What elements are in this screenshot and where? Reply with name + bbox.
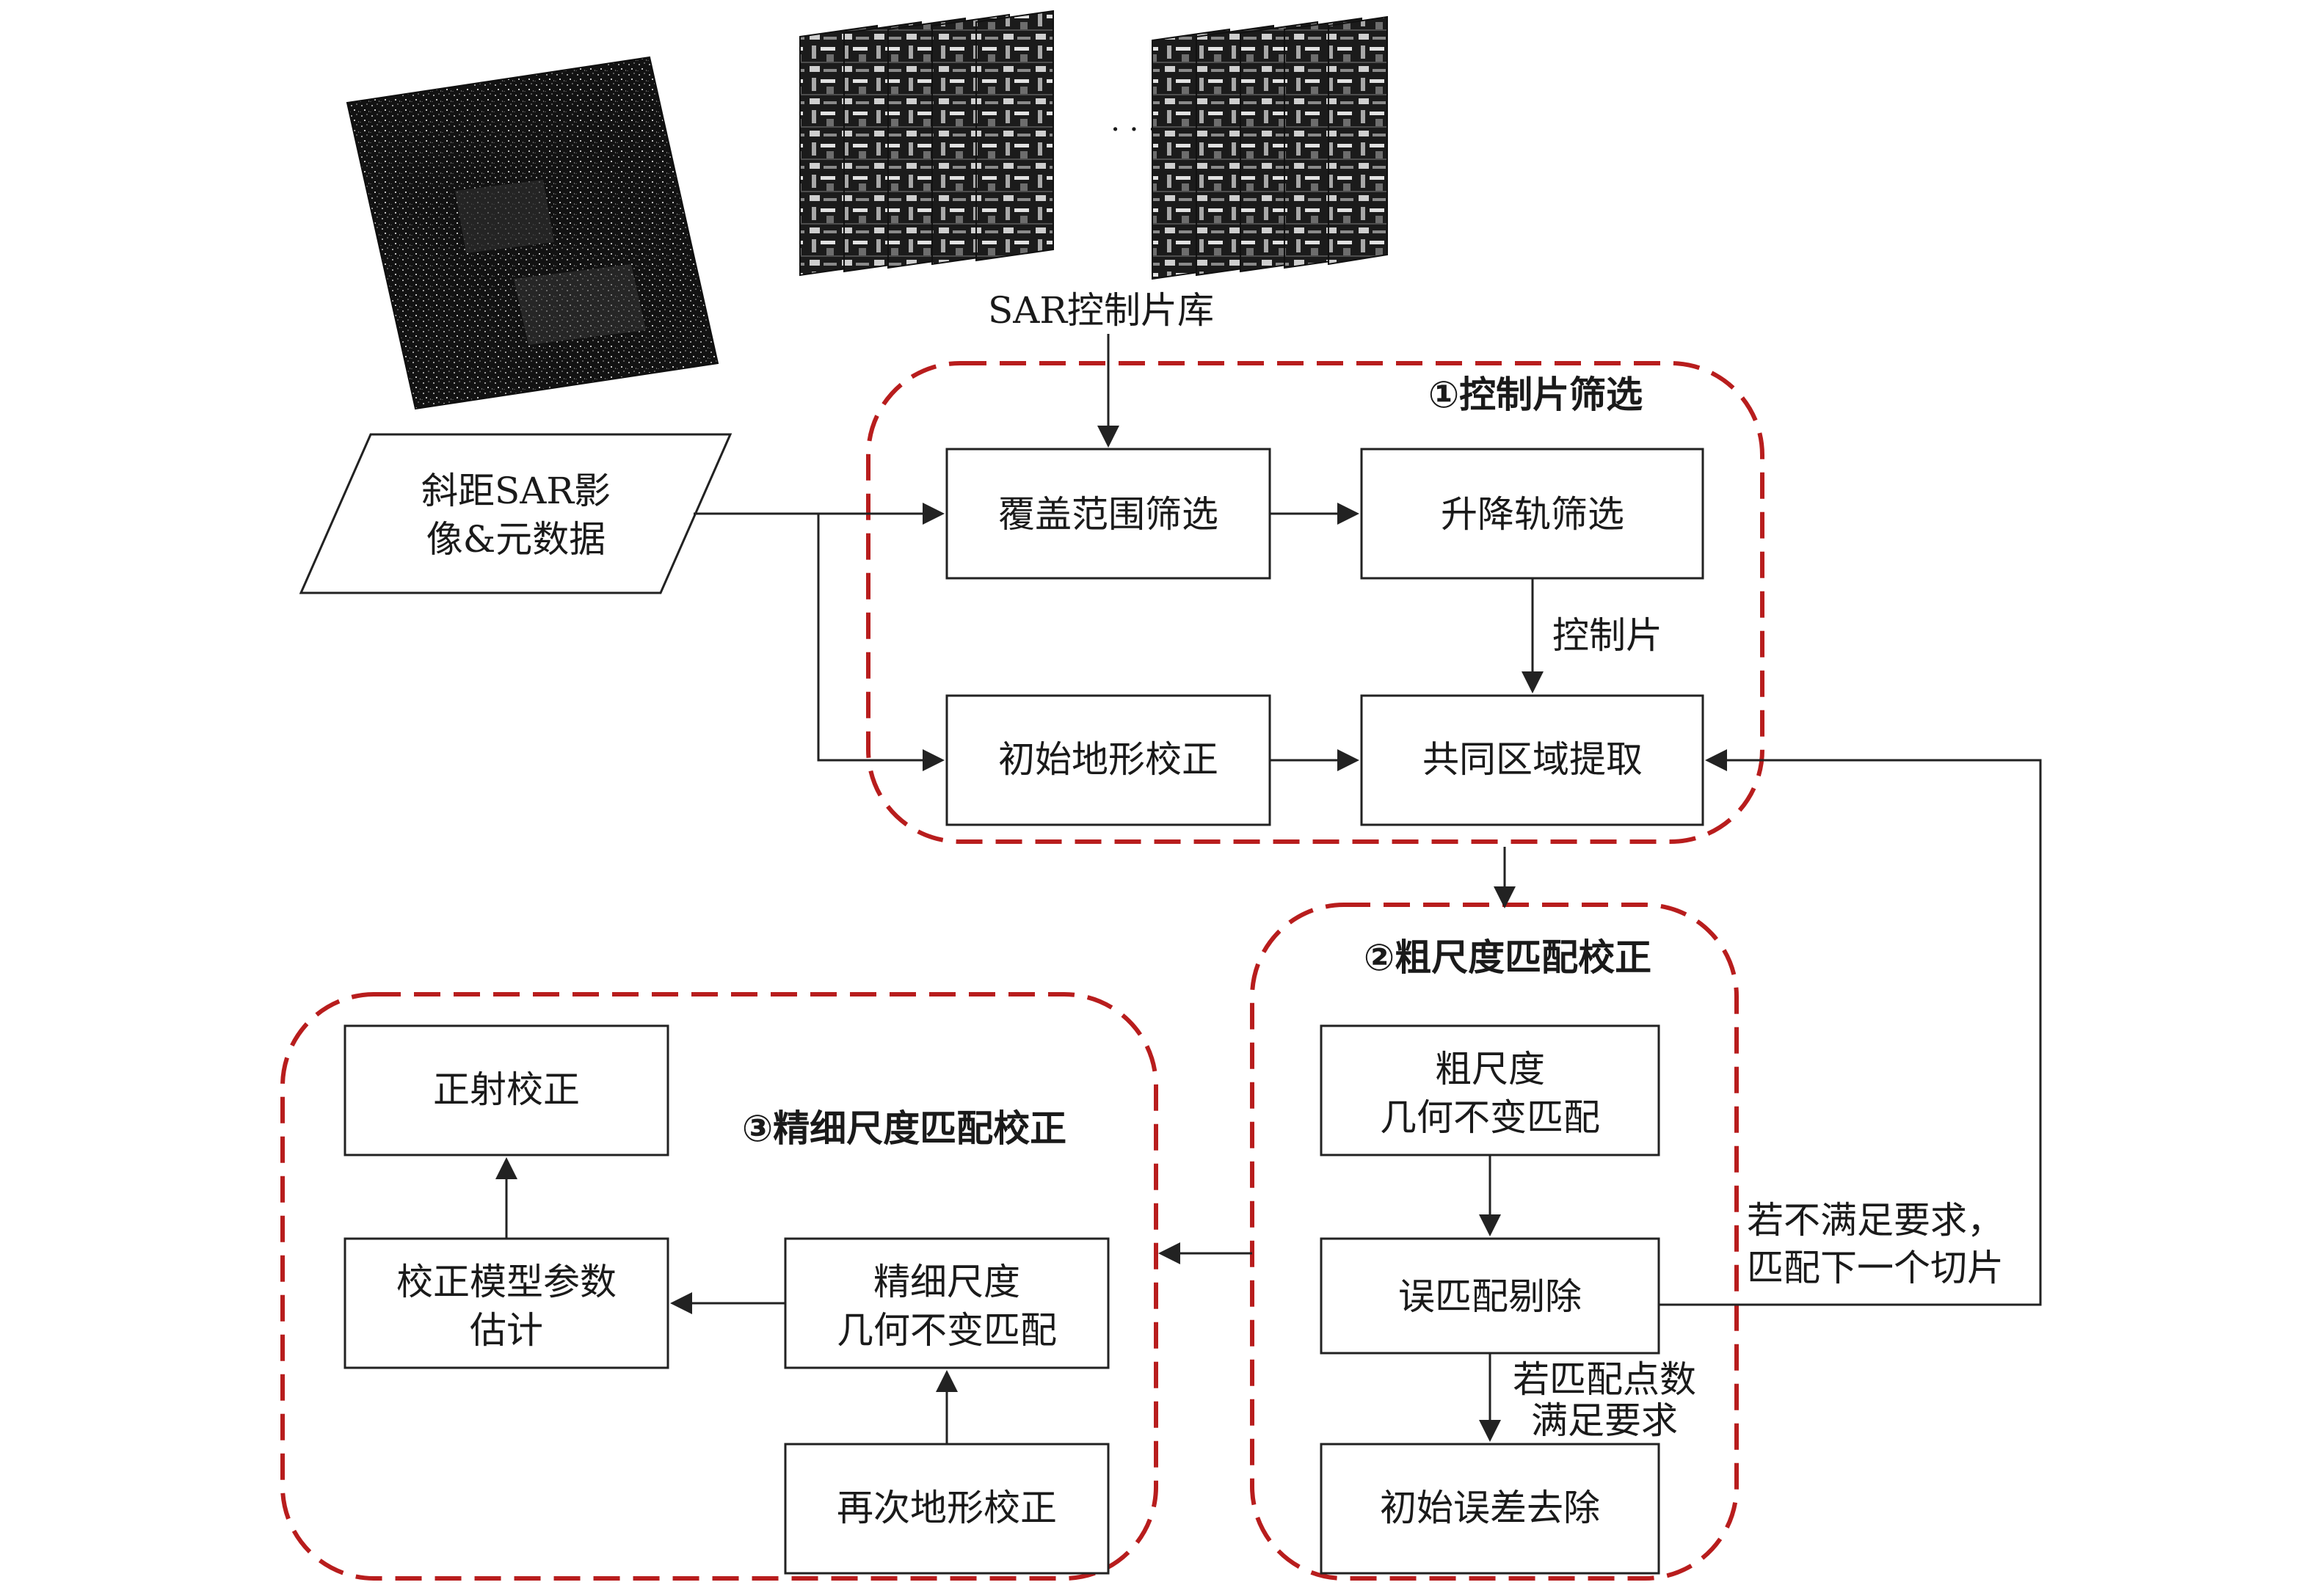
group-fine-match: [280, 992, 1158, 1581]
box-mismatch-removal: 误匹配剔除: [1320, 1237, 1660, 1355]
group-coarse-match-title: ②粗尺度匹配校正: [1364, 936, 1651, 979]
box-common-area-extraction: 共同区域提取: [1360, 694, 1704, 826]
box-initial-error-removal-label: 初始误差去除: [1380, 1487, 1600, 1529]
box-coverage-filter: 覆盖范围筛选: [945, 448, 1271, 580]
box-model-parameter-estimation: 校正模型参数 估计: [343, 1237, 669, 1369]
box-common-area-extraction-label: 共同区域提取: [1422, 738, 1643, 781]
input-label-line2: 像&元数据: [426, 518, 606, 561]
box-fine-match-line2: 几何不变匹配: [837, 1309, 1057, 1352]
box-initial-terrain-correction-label: 初始地形校正: [998, 738, 1218, 781]
box-coarse-match-line1: 粗尺度: [1435, 1048, 1545, 1090]
box-orbit-filter-label: 升降轨筛选: [1441, 493, 1624, 536]
group-fine-match-title: ③精细尺度匹配校正: [742, 1107, 1066, 1150]
feedback-condition-line1: 若不满足要求，: [1747, 1199, 2004, 1242]
input-sar-metadata: 斜距SAR影 像&元数据: [299, 433, 733, 594]
box-terrain-recorrection-label: 再次地形校正: [837, 1487, 1057, 1529]
box-orbit-filter: 升降轨筛选: [1360, 448, 1704, 580]
box-initial-terrain-correction: 初始地形校正: [945, 694, 1271, 826]
group-coarse-match: [1250, 903, 1739, 1581]
group-control-filter-title: ①控制片筛选: [1428, 374, 1643, 416]
box-model-parameter-estimation-line1: 校正模型参数: [396, 1261, 617, 1303]
slice-ellipsis: · · ·: [1110, 113, 1157, 147]
control-slice-label: 控制片: [1552, 614, 1662, 657]
box-model-parameter-estimation-line2: 估计: [470, 1309, 543, 1352]
sar-control-library-label: SAR控制片库: [988, 289, 1214, 332]
box-coverage-filter-label: 覆盖范围筛选: [998, 493, 1218, 536]
box-terrain-recorrection: 再次地形校正: [784, 1443, 1110, 1575]
box-ortho-correction-label: 正射校正: [433, 1068, 580, 1111]
box-fine-match-line1: 精细尺度: [873, 1261, 1020, 1303]
group-control-filter: [866, 361, 1764, 844]
box-coarse-match-line2: 几何不变匹配: [1380, 1096, 1600, 1139]
box-mismatch-removal-label: 误匹配剔除: [1398, 1275, 1582, 1318]
sar-slant-image: [346, 56, 719, 410]
box-coarse-match: 粗尺度 几何不变匹配: [1320, 1024, 1660, 1156]
points-condition-line2: 满足要求: [1531, 1399, 1678, 1442]
control-slice-stack-right: [1152, 15, 1388, 280]
box-initial-error-removal: 初始误差去除: [1320, 1443, 1660, 1575]
feedback-condition-line2: 匹配下一个切片: [1747, 1247, 2004, 1289]
box-ortho-correction: 正射校正: [343, 1024, 669, 1156]
arrow-feedback-loop: [1659, 749, 2042, 1306]
box-fine-match: 精细尺度 几何不变匹配: [784, 1237, 1110, 1369]
arrow-input-to-terrain: [817, 514, 945, 771]
points-condition-line1: 若匹配点数: [1513, 1358, 1696, 1401]
control-slice-stack-left: [799, 10, 1054, 277]
input-label-line1: 斜距SAR影: [421, 470, 611, 512]
